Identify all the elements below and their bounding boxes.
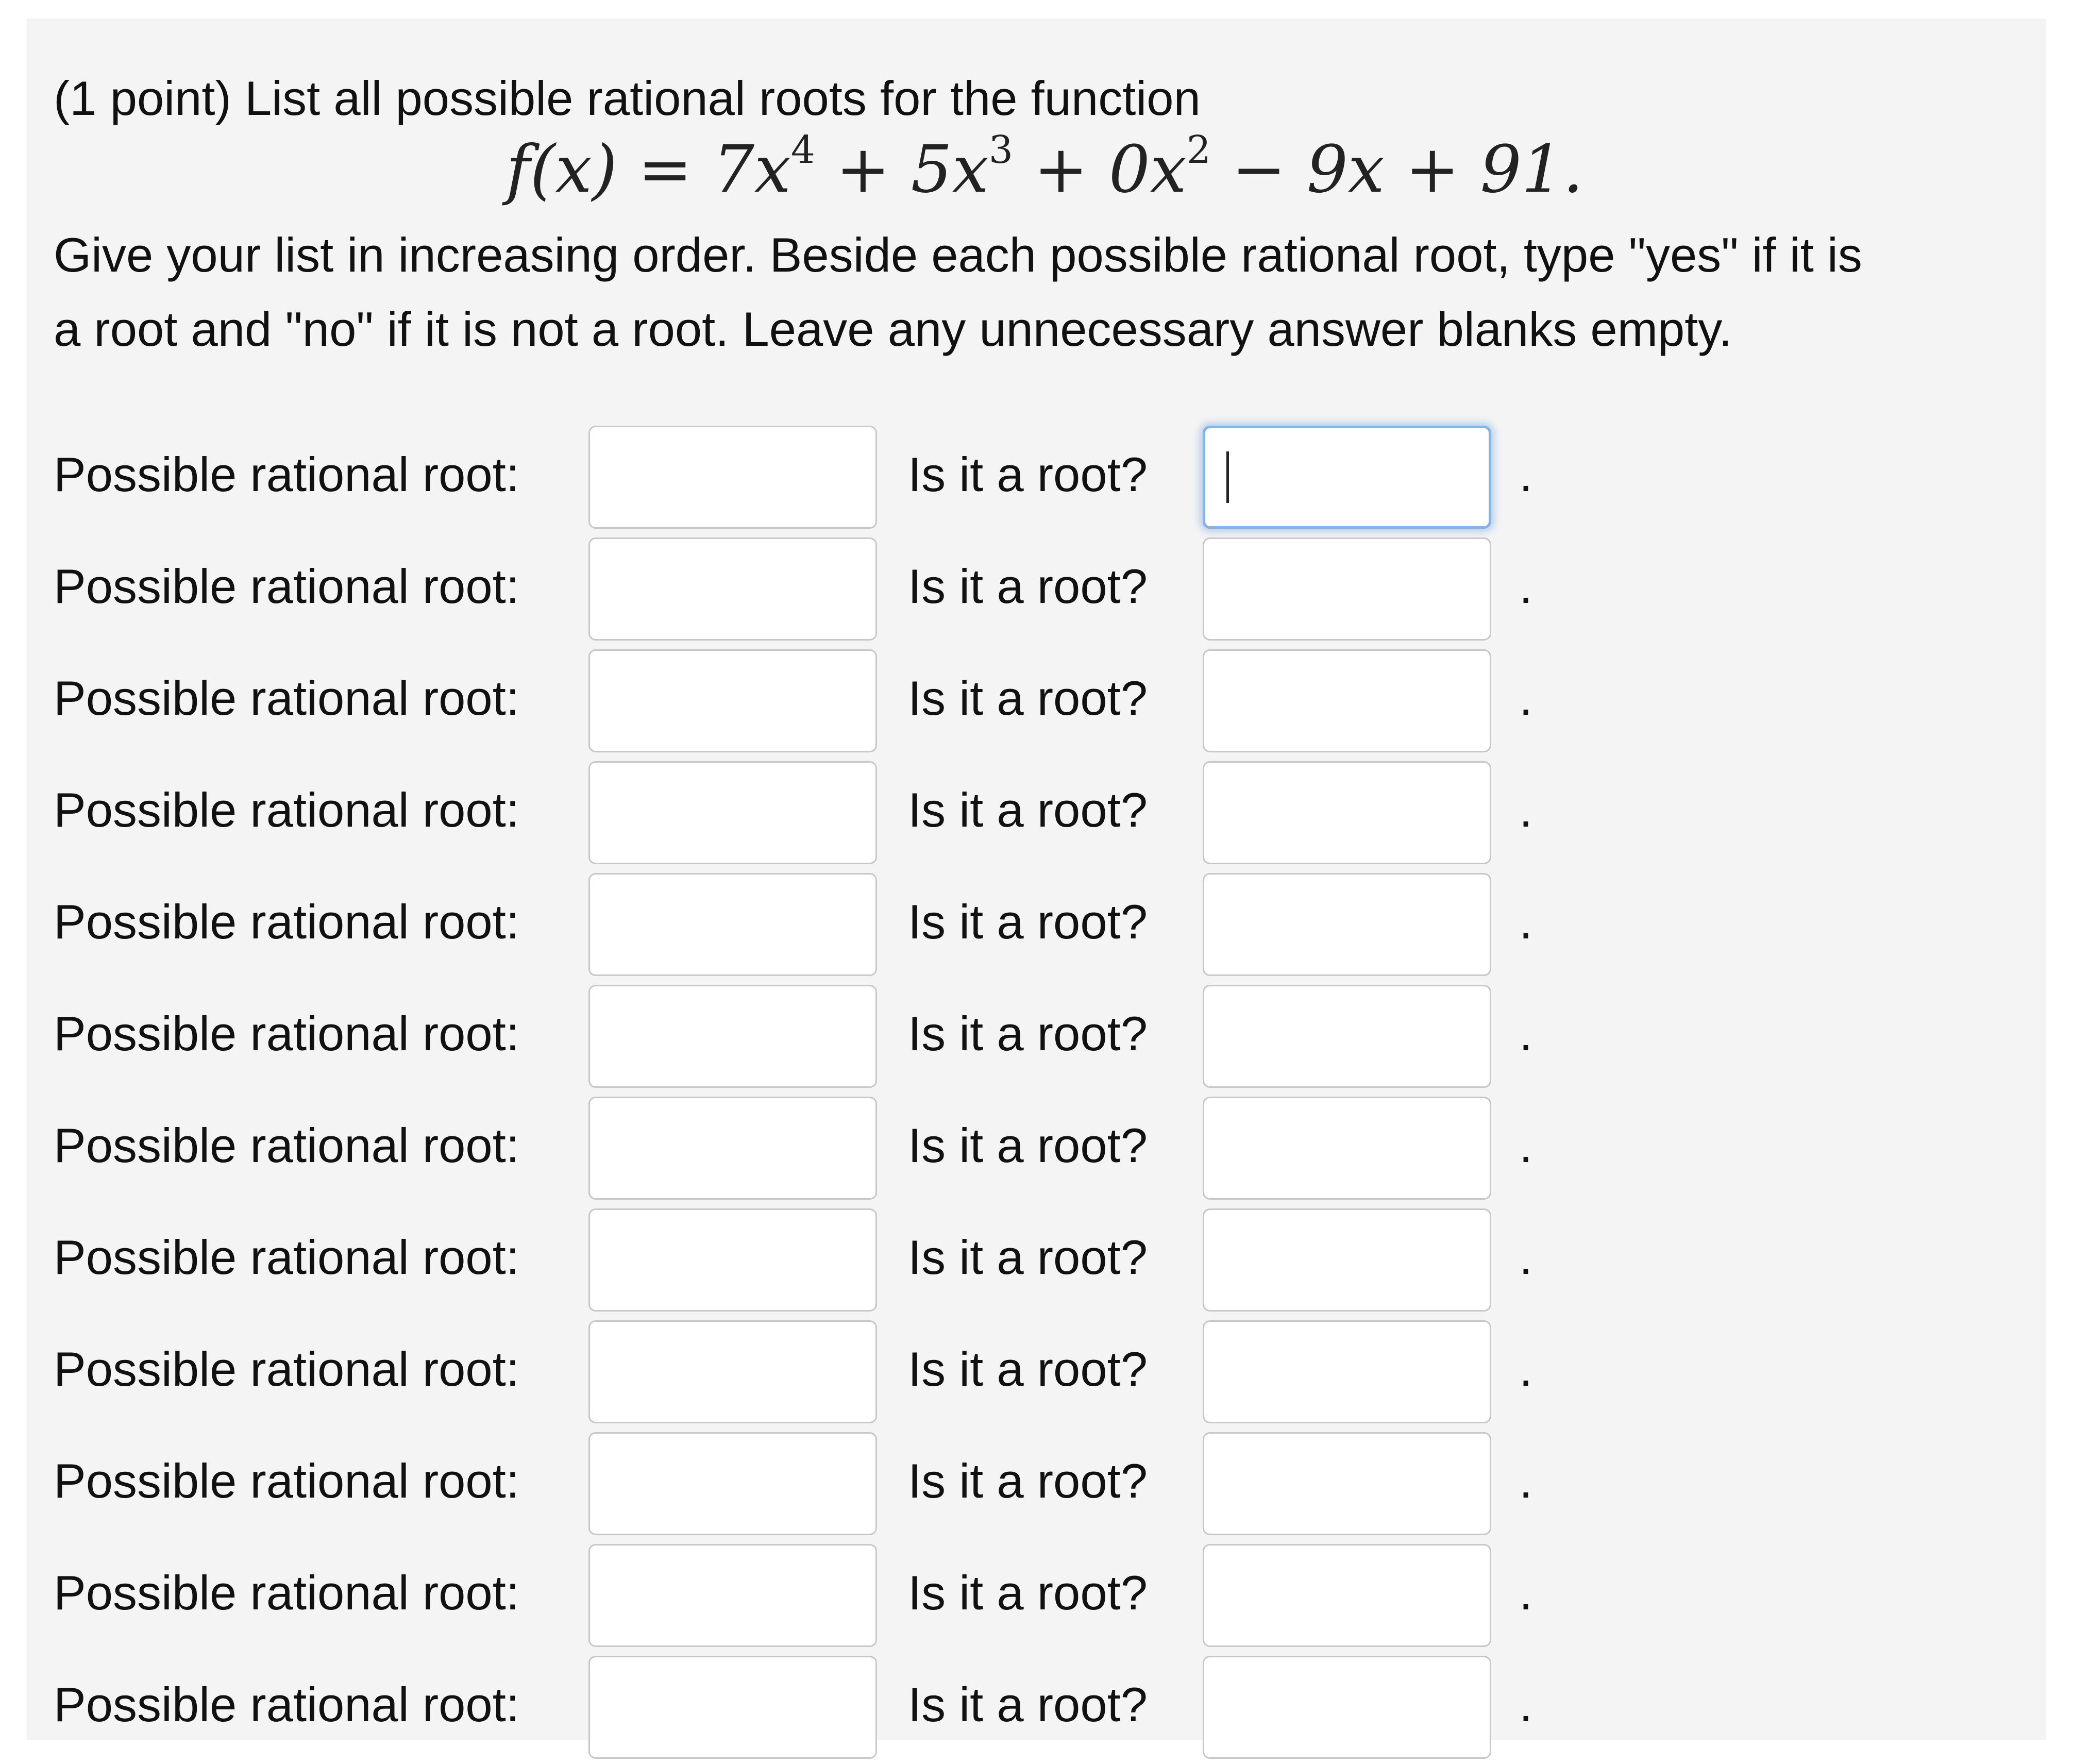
possible-root-label: Possible rational root: xyxy=(54,447,519,501)
is-root-label: Is it a root? xyxy=(908,671,1148,725)
possible-root-label: Possible rational root: xyxy=(54,1118,519,1172)
instructions-line-2: a root and "no" if it is not a root. Lea… xyxy=(54,302,1732,356)
is-root-input[interactable] xyxy=(1203,1544,1491,1647)
possible-root-input[interactable] xyxy=(588,1320,877,1423)
formula-exponent-2: 2 xyxy=(1186,128,1211,172)
formula-lhs: f(x) = 7x xyxy=(506,131,791,207)
possible-root-label: Possible rational root: xyxy=(54,895,519,949)
is-root-label: Is it a root? xyxy=(908,1454,1148,1508)
is-root-input[interactable] xyxy=(1203,761,1491,864)
possible-root-label: Possible rational root: xyxy=(54,1677,519,1732)
question-intro: (1 point) List all possible rational roo… xyxy=(54,71,1201,125)
row-period: . xyxy=(1519,671,1533,725)
problem-content: (1 point) List all possible rational roo… xyxy=(27,19,2046,1759)
is-root-label: Is it a root? xyxy=(908,1342,1148,1396)
possible-root-input[interactable] xyxy=(588,873,877,976)
formula-exponent-4: 4 xyxy=(790,128,816,172)
possible-root-label: Possible rational root: xyxy=(54,783,519,837)
answer-row: Possible rational root: Is it a root?. xyxy=(27,426,2036,534)
answer-row: Possible rational root: Is it a root?. xyxy=(27,1097,2036,1205)
is-root-input[interactable] xyxy=(1203,1208,1491,1312)
row-period: . xyxy=(1519,1566,1533,1620)
formula-term-2: + 5x xyxy=(815,131,989,207)
is-root-input[interactable] xyxy=(1203,985,1491,1088)
row-period: . xyxy=(1519,1006,1533,1061)
possible-root-input[interactable] xyxy=(588,1208,877,1312)
is-root-label: Is it a root? xyxy=(908,783,1148,837)
possible-root-input[interactable] xyxy=(588,1544,877,1647)
answer-row: Possible rational root: Is it a root?. xyxy=(27,1432,2036,1540)
is-root-input[interactable] xyxy=(1203,1097,1491,1200)
row-period: . xyxy=(1519,783,1533,837)
possible-root-input[interactable] xyxy=(588,761,877,864)
possible-root-label: Possible rational root: xyxy=(54,1566,519,1620)
is-root-input[interactable] xyxy=(1203,1432,1491,1535)
row-period: . xyxy=(1519,1230,1533,1284)
possible-root-input[interactable] xyxy=(588,985,877,1088)
formula-term-3: + 0x xyxy=(1013,131,1187,207)
possible-root-input[interactable] xyxy=(588,537,877,641)
is-root-label: Is it a root? xyxy=(908,1006,1148,1061)
is-root-label: Is it a root? xyxy=(908,1118,1148,1172)
answer-row: Possible rational root: Is it a root?. xyxy=(27,1320,2036,1429)
answer-row: Possible rational root: Is it a root?. xyxy=(27,761,2036,869)
is-root-label: Is it a root? xyxy=(908,1230,1148,1284)
is-root-input[interactable] xyxy=(1203,873,1491,976)
row-period: . xyxy=(1519,447,1533,501)
is-root-label: Is it a root? xyxy=(908,559,1148,613)
formula-tail: − 9x + 91. xyxy=(1211,131,1583,207)
row-period: . xyxy=(1519,1118,1533,1172)
row-period: . xyxy=(1519,895,1533,949)
answer-row: Possible rational root: Is it a root?. xyxy=(27,1656,2036,1764)
possible-root-input[interactable] xyxy=(588,649,877,752)
is-root-input[interactable] xyxy=(1203,649,1491,752)
possible-root-label: Possible rational root: xyxy=(54,559,519,613)
answer-row: Possible rational root: Is it a root?. xyxy=(27,537,2036,646)
possible-root-label: Possible rational root: xyxy=(54,1342,519,1396)
possible-root-input[interactable] xyxy=(588,1097,877,1200)
row-period: . xyxy=(1519,559,1533,613)
answer-row: Possible rational root: Is it a root?. xyxy=(27,649,2036,758)
possible-root-input[interactable] xyxy=(588,426,877,529)
row-period: . xyxy=(1519,1342,1533,1396)
answer-row: Possible rational root: Is it a root?. xyxy=(27,985,2036,1093)
answer-row: Possible rational root: Is it a root?. xyxy=(27,873,2036,981)
possible-root-input[interactable] xyxy=(588,1656,877,1759)
possible-root-label: Possible rational root: xyxy=(54,1454,519,1508)
row-period: . xyxy=(1519,1677,1533,1732)
is-root-label: Is it a root? xyxy=(908,895,1148,949)
text-caret xyxy=(1226,451,1229,503)
instructions-line-1: Give your list in increasing order. Besi… xyxy=(54,228,1862,282)
row-period: . xyxy=(1519,1454,1533,1508)
is-root-label: Is it a root? xyxy=(908,1566,1148,1620)
is-root-input[interactable] xyxy=(1203,426,1491,529)
answer-row: Possible rational root: Is it a root?. xyxy=(27,1208,2036,1317)
formula-exponent-3: 3 xyxy=(988,128,1014,172)
function-formula: f(x) = 7x4 + 5x3 + 0x2 − 9x + 91. xyxy=(506,131,1583,202)
problem-panel: (1 point) List all possible rational roo… xyxy=(27,19,2046,1759)
possible-root-label: Possible rational root: xyxy=(54,1230,519,1284)
is-root-input[interactable] xyxy=(1203,1656,1491,1759)
answer-row: Possible rational root: Is it a root?. xyxy=(27,1544,2036,1652)
is-root-label: Is it a root? xyxy=(908,1677,1148,1732)
possible-root-label: Possible rational root: xyxy=(54,1006,519,1061)
possible-root-label: Possible rational root: xyxy=(54,671,519,725)
is-root-input[interactable] xyxy=(1203,1320,1491,1423)
possible-root-input[interactable] xyxy=(588,1432,877,1535)
is-root-label: Is it a root? xyxy=(908,447,1148,501)
is-root-input[interactable] xyxy=(1203,537,1491,641)
